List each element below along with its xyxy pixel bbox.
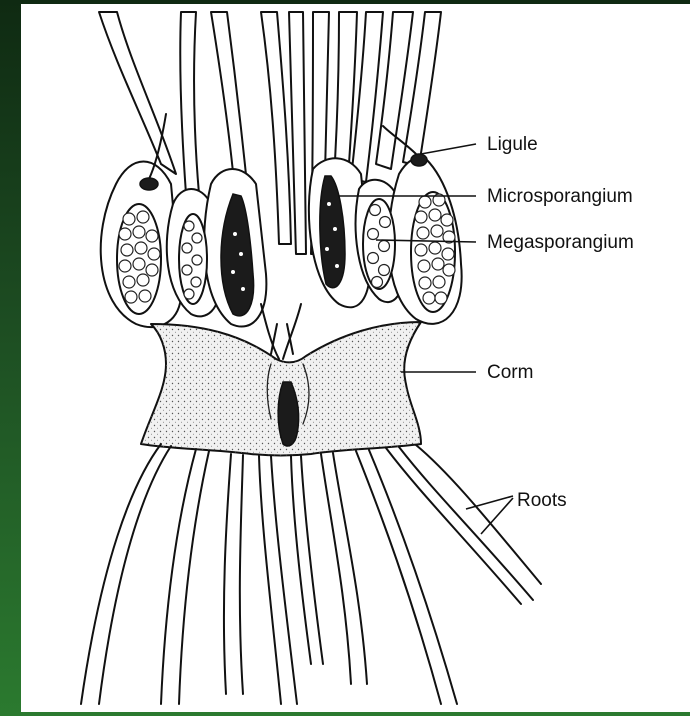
label-microsporangium: Microsporangium xyxy=(487,186,633,207)
label-megasporangium: Megasporangium xyxy=(487,232,634,253)
labels: Ligule Microsporangium Megasporangium Co… xyxy=(487,134,634,511)
label-ligule: Ligule xyxy=(487,134,538,155)
corm xyxy=(141,322,421,456)
ligule-leader xyxy=(421,144,476,154)
isoetes-diagram: Ligule Microsporangium Megasporangium Co… xyxy=(21,4,690,712)
center-leaflets xyxy=(261,304,301,359)
label-roots: Roots xyxy=(517,490,567,511)
diagram-panel: Ligule Microsporangium Megasporangium Co… xyxy=(21,4,690,712)
label-corm: Corm xyxy=(487,362,533,383)
roots xyxy=(81,444,541,704)
